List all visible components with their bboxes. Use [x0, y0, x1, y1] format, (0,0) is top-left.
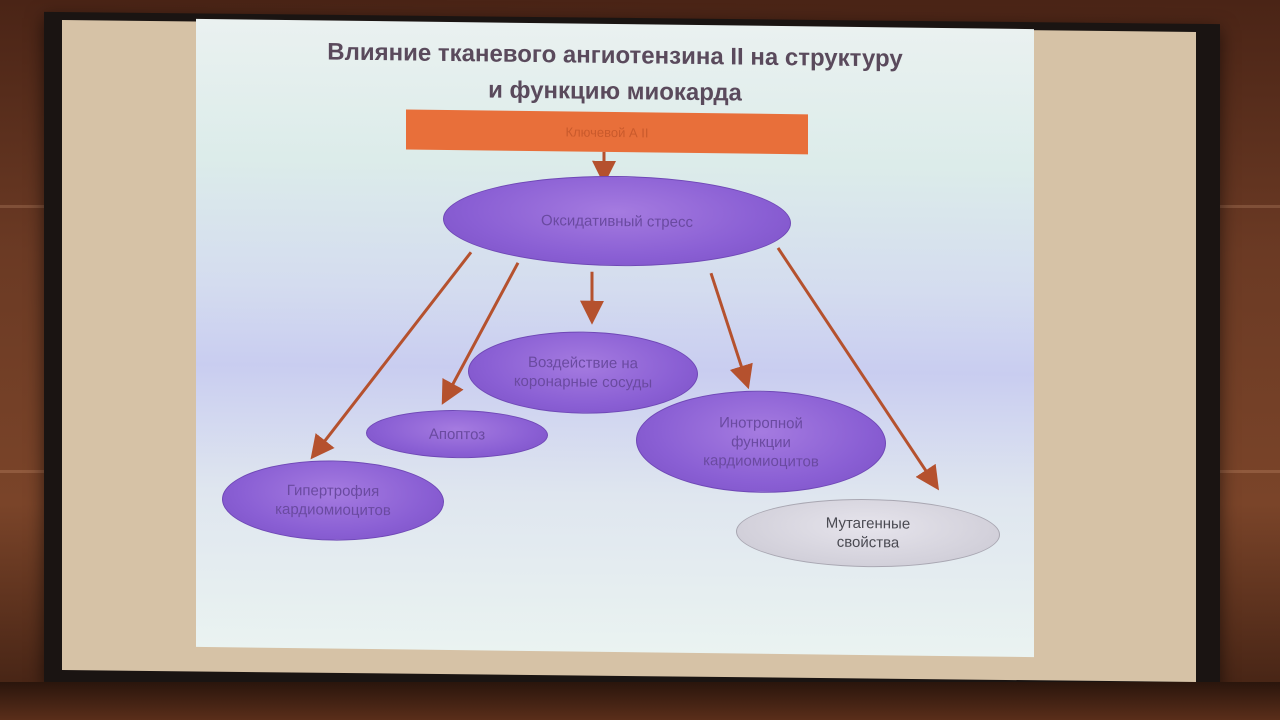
node-hypertrophy-line-1: Гипертрофия	[286, 481, 380, 501]
arrow-to-mutagenic	[776, 247, 940, 491]
node-mutagenic-line-1: Мутагенные	[825, 514, 911, 533]
node-inotropic-line-3: кардиомиоцитов	[703, 451, 819, 470]
node-coronary-line-2: коронарные сосуды	[513, 372, 653, 392]
arrow-to-apoptosis	[441, 262, 520, 405]
node-mutagenic-line-2: свойства	[836, 533, 900, 552]
node-apoptosis-label: Апоптоз	[428, 425, 486, 443]
presentation-slide: Влияние тканевого ангиотензина II на стр…	[196, 18, 1034, 658]
node-hypertrophy-line-2: кардиомиоцитов	[275, 500, 391, 520]
auditorium-foreground	[0, 682, 1280, 720]
arrow-to-hypertrophy	[310, 251, 473, 460]
arrow-connectors	[310, 151, 940, 491]
node-inotropic-line-2: функции	[731, 432, 791, 451]
arrow-to-inotropic	[709, 272, 753, 390]
node-oxidative-stress-label: Оксидативный стресс	[541, 211, 693, 231]
node-inotropic-line-1: Инотропной	[719, 413, 803, 432]
node-coronary-line-1: Воздействие на	[527, 353, 639, 373]
